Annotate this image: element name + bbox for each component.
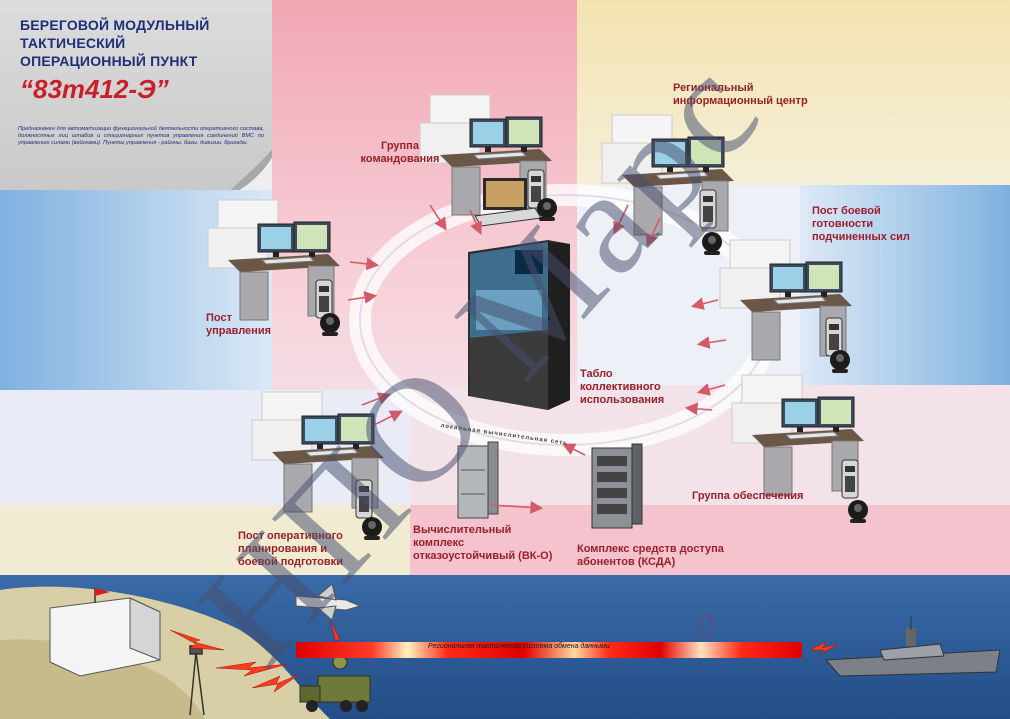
camera-icon	[537, 198, 557, 221]
label-regional-info-center: Региональный информационный центр	[673, 82, 823, 108]
laptop-icon	[474, 178, 542, 227]
regional-data-exchange-label: Региональная тактическая система обмена …	[428, 643, 610, 650]
label-text: Вычислительный комплекс отказоустойчивый…	[413, 524, 553, 562]
regional-data-exchange-bar	[296, 642, 802, 658]
camera-icon	[830, 350, 850, 373]
label-text: Группа командования	[360, 140, 440, 165]
phone-icon	[841, 459, 859, 499]
title-line: ТАКТИЧЕСКИЙ	[20, 35, 126, 51]
label-display-board: Табло коллективного использования	[580, 368, 675, 407]
title-description: Предназначен для автоматизации функциона…	[18, 126, 264, 146]
label-control-post: Пост управления	[206, 312, 276, 338]
label-access-complex: Комплекс средств доступа абонентов (КСДА…	[577, 543, 727, 569]
mobile-radar-vehicle-icon	[299, 654, 371, 712]
radio-link-bolts	[169, 615, 839, 693]
title-line: БЕРЕГОВОЙ МОДУЛЬНЫЙ	[20, 17, 210, 33]
label-readiness-post: Пост боевой готовности подчиненных сил	[812, 205, 922, 244]
radio-mast-icon	[189, 645, 205, 716]
product-code: “83т412-Э”	[20, 74, 169, 104]
label-text: Пост управления	[206, 312, 272, 337]
label-command-group: Группа командования	[355, 140, 445, 166]
server-rack-vk-o	[457, 441, 499, 519]
label-text: Комплекс средств доступа абонентов (КСДА…	[577, 543, 724, 568]
label-support-group: Группа обеспечения	[692, 490, 812, 503]
label-planning-post: Пост оперативного планирования и боевой …	[238, 530, 368, 569]
title-line: ОПЕРАЦИОННЫЙ ПУНКТ	[20, 53, 198, 69]
label-text: Пост оперативного планирования и боевой …	[238, 530, 343, 568]
label-computing-complex: Вычислительный комплекс отказоустойчивый…	[413, 524, 563, 563]
server-rack-ksda	[591, 443, 643, 529]
camera-icon	[848, 500, 868, 523]
page-curl-decoration	[230, 149, 272, 190]
camera-icon	[702, 232, 722, 255]
aircraft-icon	[295, 583, 362, 621]
headquarters-building-icon	[49, 588, 161, 677]
title-heading: БЕРЕГОВОЙ МОДУЛЬНЫЙ ТАКТИЧЕСКИЙ ОПЕРАЦИО…	[20, 16, 210, 70]
label-text: Табло коллективного использования	[580, 368, 665, 406]
phone-icon	[355, 479, 373, 519]
label-text: Пост боевой готовности подчиненных сил	[812, 205, 910, 243]
link-arrows	[347, 204, 727, 514]
label-text: Региональный информационный центр	[673, 82, 808, 107]
label-text: Группа обеспечения	[692, 490, 804, 502]
warship-icon	[824, 616, 1001, 677]
title-block: БЕРЕГОВОЙ МОДУЛЬНЫЙ ТАКТИЧЕСКИЙ ОПЕРАЦИО…	[0, 0, 272, 190]
phone-icon	[699, 189, 717, 229]
phone-icon	[315, 279, 333, 319]
camera-icon	[320, 313, 340, 336]
video-wall-display	[468, 240, 570, 410]
